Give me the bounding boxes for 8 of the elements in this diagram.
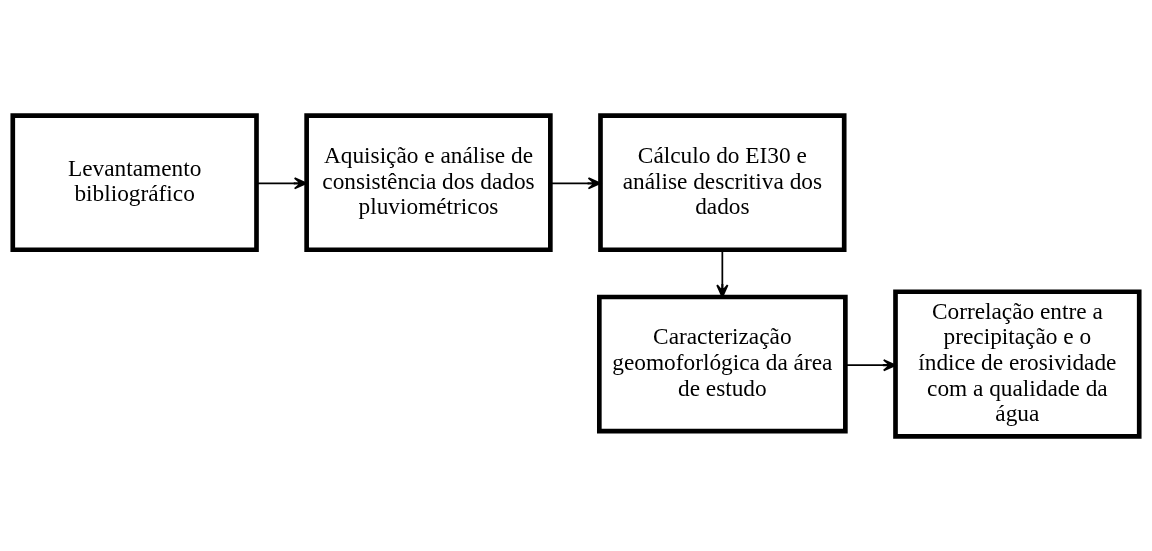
node-box: Caracterização geomoforlógica da área de estudo (597, 294, 848, 433)
node-box: Cálculo do EI30 e análise descritiva dos dados (598, 112, 847, 252)
node-box: Correlação entre a precipitação e o índice de erosividade com a qualidade da água (893, 288, 1142, 439)
arrow (255, 176, 308, 189)
node-box: Aquisição e análise de consistência dos dados pluviométricos (304, 112, 553, 252)
arrow (844, 358, 897, 371)
node-box: Levantamento bibliográfico (10, 112, 259, 252)
arrow (549, 176, 602, 189)
